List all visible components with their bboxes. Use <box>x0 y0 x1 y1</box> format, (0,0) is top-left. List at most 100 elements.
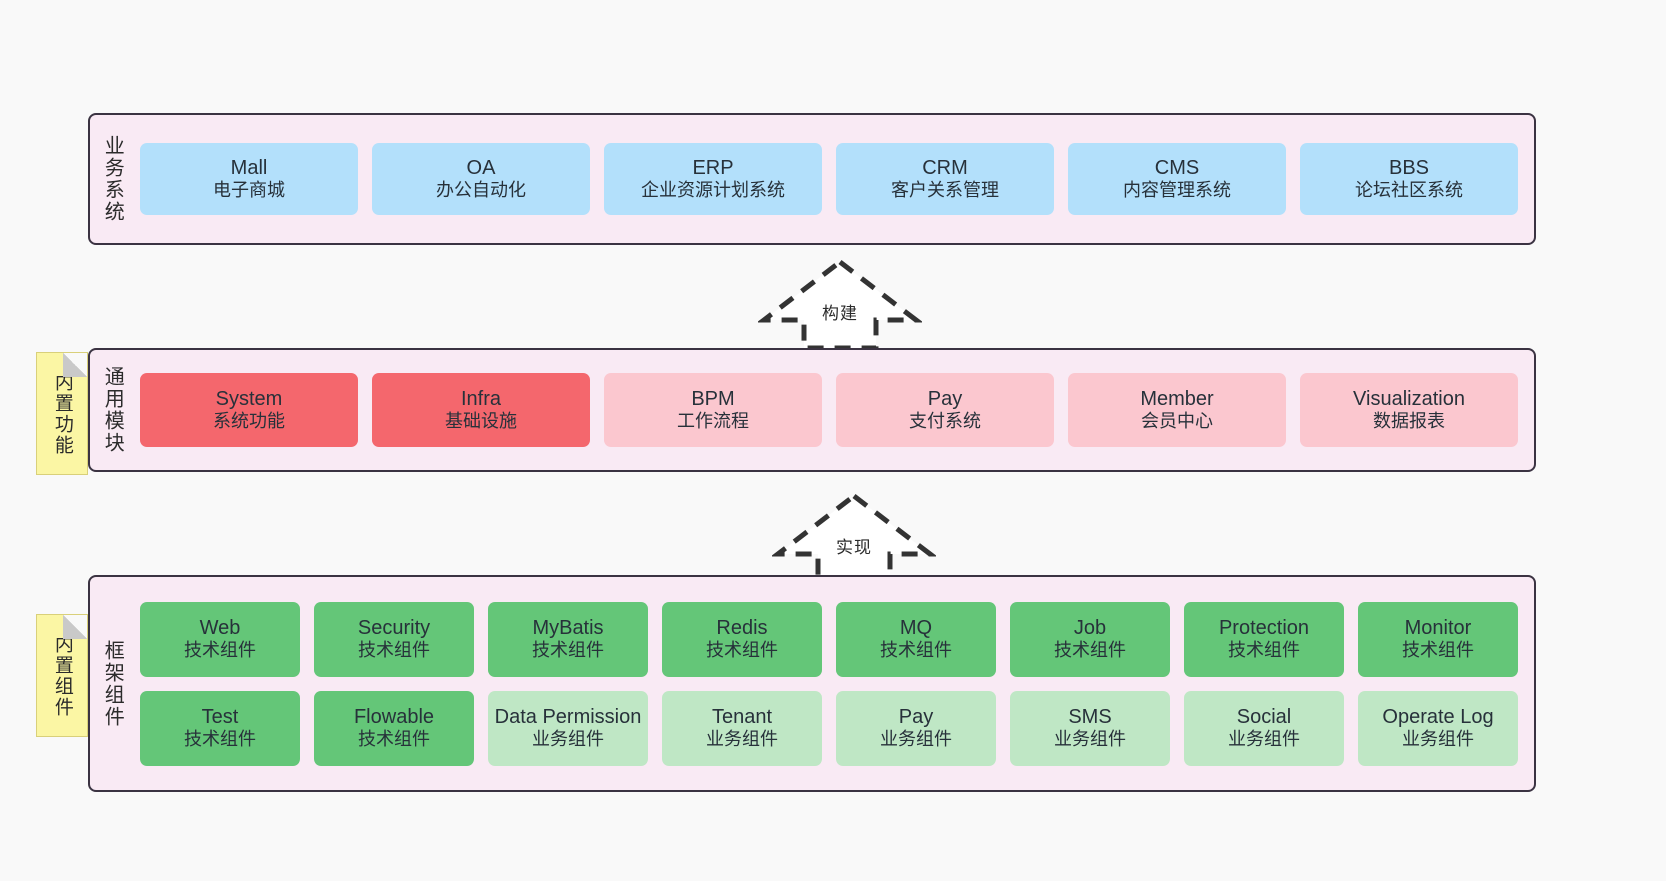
component-card-subtitle: 论坛社区系统 <box>1355 180 1463 201</box>
sticky-note-builtin-components-label: 内置组件 <box>51 633 73 718</box>
component-card-title: Social <box>1236 705 1292 728</box>
component-card-subtitle: 业务组件 <box>880 729 952 750</box>
component-card-subtitle: 会员中心 <box>1141 411 1213 432</box>
component-card-title: System <box>215 387 283 410</box>
component-card-title: MyBatis <box>532 616 604 639</box>
component-card-subtitle: 业务组件 <box>1228 729 1300 750</box>
component-card-subtitle: 业务组件 <box>1054 729 1126 750</box>
component-card-title: Data Permission <box>494 705 642 728</box>
component-card-title: Tenant <box>711 705 773 728</box>
component-card-title: Monitor <box>1404 616 1472 639</box>
connector-implement-label: 实现 <box>836 538 872 557</box>
component-card-title: OA <box>466 156 496 179</box>
component-card-title: Infra <box>460 387 502 410</box>
component-card-subtitle: 技术组件 <box>532 640 604 661</box>
component-card-title: Mall <box>230 156 268 179</box>
component-card-title: Member <box>1140 387 1214 410</box>
component-card-title: CRM <box>922 156 968 179</box>
layer-label-common-modules: 通用模块 <box>101 366 124 454</box>
component-card-subtitle: 技术组件 <box>1402 640 1474 661</box>
component-card-subtitle: 业务组件 <box>1402 729 1474 750</box>
sticky-note-builtin-functions: 内置功能 <box>36 352 88 475</box>
component-card-subtitle: 技术组件 <box>358 729 430 750</box>
component-card-title: Pay <box>898 705 934 728</box>
component-card-subtitle: 客户关系管理 <box>891 180 999 201</box>
component-card-title: CMS <box>1154 156 1200 179</box>
component-card-subtitle: 系统功能 <box>213 411 285 432</box>
component-card-subtitle: 技术组件 <box>880 640 952 661</box>
layer-label-framework-components: 框架组件 <box>101 639 124 728</box>
sticky-note-builtin-functions-label: 内置功能 <box>51 371 73 456</box>
component-card-title: Operate Log <box>1382 705 1494 728</box>
component-card-subtitle: 数据报表 <box>1373 411 1445 432</box>
component-card-subtitle: 技术组件 <box>184 640 256 661</box>
component-card-title: MQ <box>899 616 933 639</box>
component-card-subtitle: 技术组件 <box>1228 640 1300 661</box>
component-card-title: Pay <box>927 387 963 410</box>
component-card-title: ERP <box>692 156 734 179</box>
connector-build-arrow: 构建 <box>756 258 924 351</box>
component-card-subtitle: 工作流程 <box>677 411 749 432</box>
component-card-title: SMS <box>1068 705 1112 728</box>
connector-implement-arrow: 实现 <box>770 492 938 585</box>
component-card-title: Flowable <box>353 705 435 728</box>
component-card-subtitle: 技术组件 <box>358 640 430 661</box>
component-card-subtitle: 技术组件 <box>184 729 256 750</box>
component-card-subtitle: 办公自动化 <box>436 180 526 201</box>
component-card-subtitle: 电子商城 <box>213 180 285 201</box>
component-card-title: Visualization <box>1353 387 1465 410</box>
component-card-title: Test <box>201 705 239 728</box>
component-card-subtitle: 技术组件 <box>1054 640 1126 661</box>
component-card-subtitle: 业务组件 <box>532 729 604 750</box>
component-card-subtitle: 内容管理系统 <box>1123 180 1231 201</box>
component-card-title: Security <box>357 616 431 639</box>
layer-label-business-systems: 业务系统 <box>101 135 124 223</box>
component-card-subtitle: 技术组件 <box>706 640 778 661</box>
component-card-title: Job <box>1073 616 1107 639</box>
component-card-title: Redis <box>716 616 768 639</box>
connector-build-label: 构建 <box>822 304 858 323</box>
component-card-subtitle: 支付系统 <box>909 411 981 432</box>
component-card-subtitle: 业务组件 <box>706 729 778 750</box>
component-card-title: BPM <box>691 387 735 410</box>
